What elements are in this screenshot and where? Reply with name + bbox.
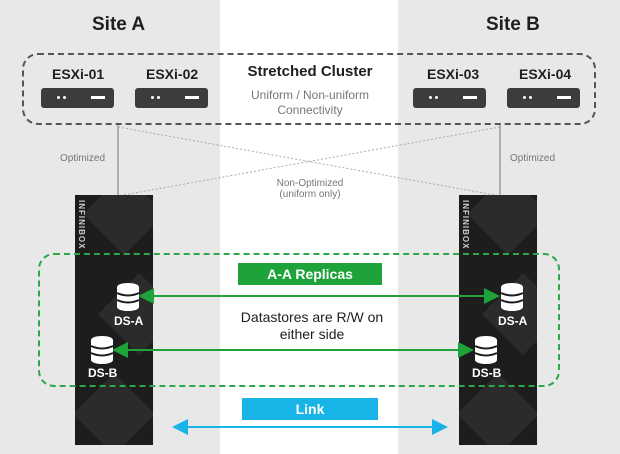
server-icon	[507, 88, 580, 108]
ds-b-label-site-b: DS-B	[472, 366, 502, 380]
optimized-label-b: Optimized	[510, 153, 556, 164]
server-icon	[413, 88, 486, 108]
site-a-title: Site A	[92, 14, 146, 35]
host-label-esxi-03: ESXi-03	[427, 66, 480, 82]
storage-array-a	[75, 195, 153, 445]
array-brand-label-b: INFINIBOX	[461, 200, 470, 250]
database-icon	[116, 283, 140, 311]
cluster-subtitle: Uniform / Non-uniform Connectivity	[212, 88, 408, 118]
non-optimized-label-line1: Non-Optimized	[276, 178, 344, 189]
database-icon	[90, 336, 114, 364]
replicas-badge: A-A Replicas	[238, 263, 382, 285]
cluster-subtitle-line2: Connectivity	[277, 103, 343, 117]
datastores-description-line2: either side	[279, 326, 345, 342]
cluster-title: Stretched Cluster	[247, 63, 373, 80]
stretched-cluster-box	[22, 53, 596, 125]
cluster-subtitle-line1: Uniform / Non-uniform	[250, 88, 370, 102]
ds-a-label-site-a: DS-A	[114, 314, 144, 328]
server-icon	[41, 88, 114, 108]
array-brand-label-a: INFINIBOX	[77, 200, 86, 250]
non-optimized-label-line2: (uniform only)	[279, 189, 341, 200]
site-b-title: Site B	[486, 14, 540, 35]
datastores-description: Datastores are R/W on either side	[212, 309, 412, 343]
host-label-esxi-02: ESXi-02	[146, 66, 199, 82]
database-icon	[474, 336, 498, 364]
host-label-esxi-04: ESXi-04	[519, 66, 572, 82]
host-label-esxi-01: ESXi-01	[52, 66, 105, 82]
non-optimized-label: Non-Optimized (uniform only)	[250, 178, 370, 200]
ds-a-label-site-b: DS-A	[498, 314, 528, 328]
optimized-label-a: Optimized	[60, 153, 106, 164]
replica-zone	[38, 253, 560, 387]
database-icon	[500, 283, 524, 311]
storage-array-b	[459, 195, 537, 445]
link-badge: Link	[242, 398, 378, 420]
datastores-description-line1: Datastores are R/W on	[240, 309, 384, 325]
non-optimized-path-1	[117, 126, 501, 197]
non-optimized-path-2	[117, 126, 501, 197]
ds-b-label-site-a: DS-B	[88, 366, 118, 380]
server-icon	[135, 88, 208, 108]
